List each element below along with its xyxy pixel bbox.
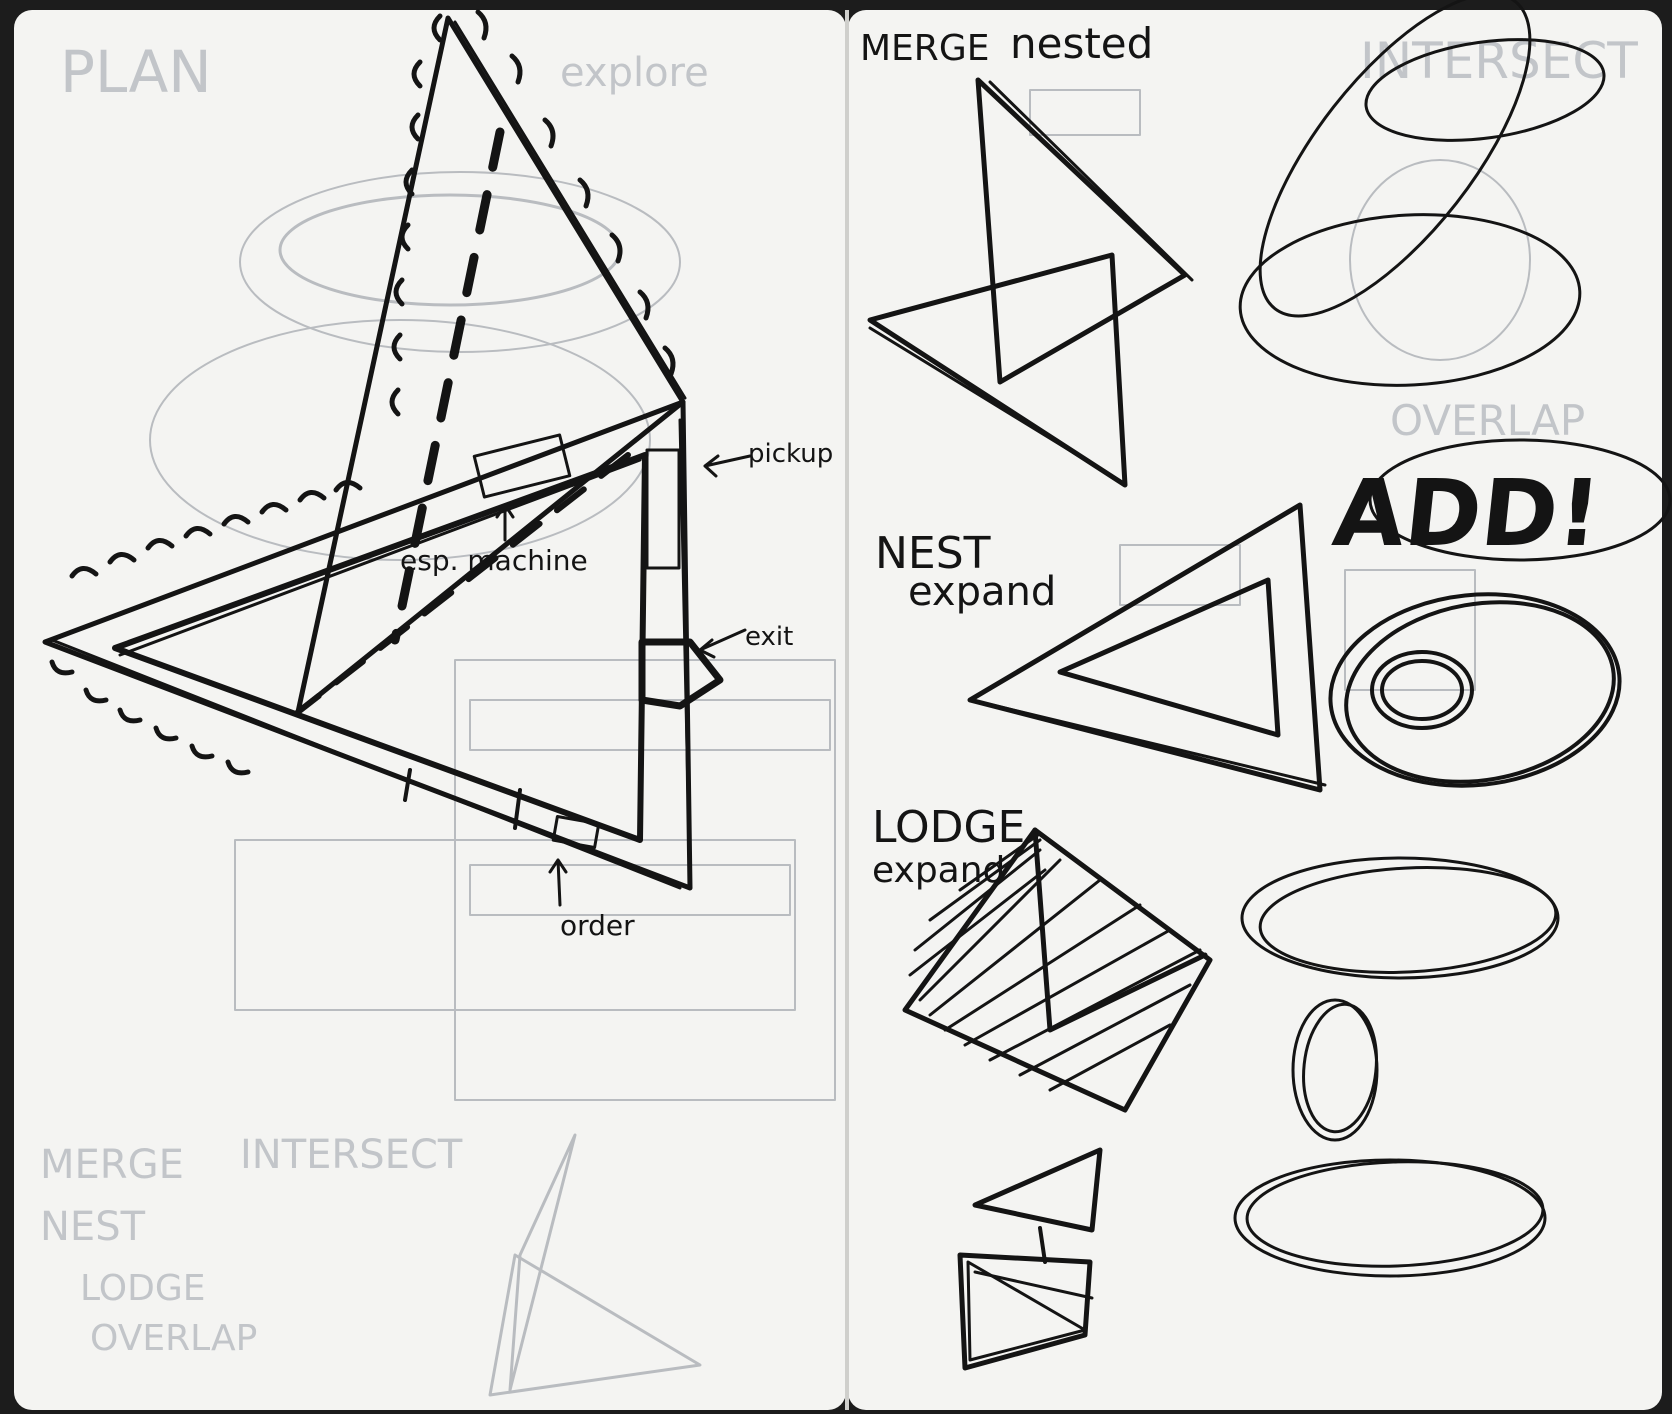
ghost-label-overlap-right: OVERLAP (1390, 396, 1585, 445)
ghost-label-plan: PLAN (60, 38, 212, 106)
label-merge: MERGE (860, 28, 989, 69)
label-pickup: pickup (748, 439, 833, 469)
label-esp-machine: esp. machine (400, 544, 588, 577)
ghost-label-merge: MERGE (40, 1142, 184, 1188)
label-lodge: LODGE (872, 802, 1025, 853)
label-add: ADD! (1328, 459, 1605, 567)
ghost-label-nest: NEST (40, 1204, 146, 1250)
label-nested: nested (1010, 19, 1153, 68)
ghost-label-intersect: INTERSECT (240, 1132, 463, 1178)
left-page (14, 10, 846, 1410)
ghost-label-lodge: LODGE (80, 1268, 205, 1309)
ghost-label-explore: explore (560, 50, 709, 96)
label-nest-expand: expand (908, 569, 1056, 615)
label-order: order (560, 909, 635, 942)
ghost-label-overlap: OVERLAP (90, 1318, 257, 1359)
label-exit: exit (745, 622, 793, 652)
